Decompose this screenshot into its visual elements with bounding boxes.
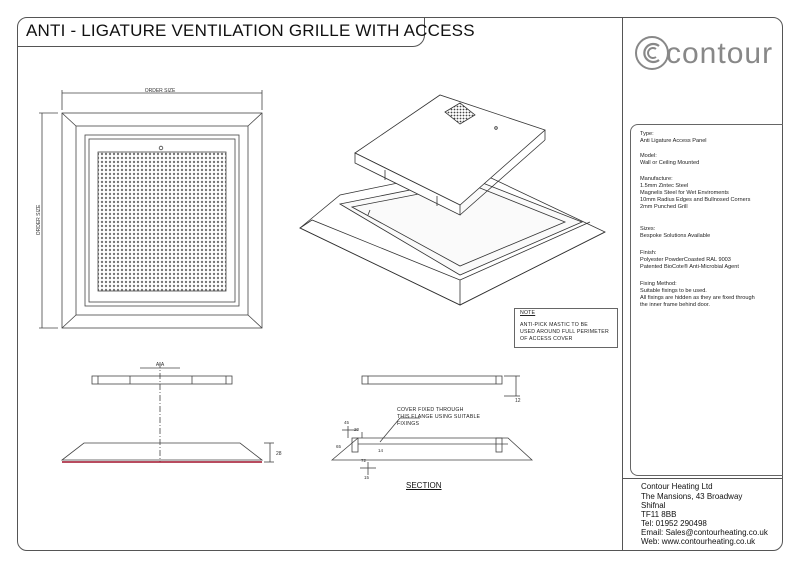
isometric-view	[299, 94, 606, 306]
order-size-top-label: ORDER SIZE	[145, 88, 176, 94]
contact-email: Email: Sales@contourheating.co.uk	[641, 528, 768, 537]
spec-manufacture-line: 10mm Radius Edges and Bullnosed Corners	[640, 197, 751, 203]
spec-fixing-line: the inner frame behind door.	[640, 302, 710, 308]
contact-town: Shifnal	[641, 501, 666, 510]
drawing-sheet-border	[17, 17, 783, 551]
dimension-28-label: 28	[276, 451, 282, 457]
dimension-20-label: 20	[354, 427, 360, 432]
contact-postcode: TF11 8BB	[641, 510, 677, 519]
spec-type-value: Anti Ligature Access Panel	[640, 138, 707, 144]
side-section-view	[361, 375, 520, 397]
note-box	[514, 308, 618, 348]
spec-manufacture-heading: Manufacture:	[640, 176, 673, 182]
callout-line: THIS FLANGE USING SUITABLE	[397, 414, 481, 420]
brand-name: contour	[666, 37, 774, 70]
dimension-65-label: 65	[336, 444, 342, 449]
detail-section-view	[330, 417, 534, 475]
spec-sizes-value: Bespoke Solutions Available	[640, 233, 711, 239]
spec-manufacture-line: 1.5mm Zintec Steel	[640, 183, 689, 189]
dimension-14-label: 14	[378, 448, 384, 453]
dimension-12-label: 12	[515, 398, 521, 404]
spec-manufacture-line: 2mm Punched Grill	[640, 204, 688, 210]
spec-model-value: Wall or Ceiling Mounted	[640, 160, 700, 166]
contact-company: Contour Heating Ltd	[641, 482, 713, 491]
note-line: OF ACCESS COVER	[520, 336, 573, 342]
logo	[622, 28, 783, 88]
front-elevation	[39, 90, 263, 329]
callout-line: FIXINGS	[397, 421, 420, 427]
bottom-profile-view	[60, 442, 274, 463]
note-line: ANTI-PICK MASTIC TO BE	[520, 322, 588, 328]
cc-circle-logo-icon	[635, 36, 669, 70]
section-marker-label: A-A	[156, 362, 165, 368]
spec-manufacture-line: Magnelis Steel for Wet Enviroments	[640, 190, 729, 196]
spec-fixing-heading: Fixing Method:	[640, 281, 677, 287]
callout-line: COVER FIXED THROUGH	[397, 407, 464, 413]
title-block	[17, 17, 425, 47]
spec-sizes-heading: Sizes:	[640, 226, 656, 232]
contact-address: The Mansions, 43 Broadway	[641, 492, 743, 501]
spec-finish-line: Polyester PowderCoasted RAL 9003	[640, 257, 731, 263]
spec-finish-heading: Finish:	[640, 250, 657, 256]
top-section-view	[91, 362, 233, 462]
contact-web: Web: www.contourheating.co.uk	[641, 537, 756, 546]
drawing-title: ANTI - LIGATURE VENTILATION GRILLE WITH …	[26, 21, 475, 40]
note-heading: NOTE	[520, 310, 536, 316]
specification-panel	[630, 124, 783, 476]
section-label: SECTION	[406, 481, 442, 490]
contact-tel: Tel: 01952 290498	[641, 519, 707, 528]
note-line: USED AROUND FULL PERIMETER	[520, 329, 609, 335]
dimension-72-label: 72	[361, 458, 367, 463]
side-panel	[622, 17, 784, 551]
spec-fixing-line: All fixings are hidden as they are fixed…	[640, 295, 755, 301]
dimension-45-label: 45	[344, 420, 350, 425]
contact-block	[622, 478, 783, 552]
dimension-15-label: 15	[364, 475, 370, 480]
spec-type-heading: Type:	[640, 131, 654, 137]
spec-model-heading: Model:	[640, 153, 657, 159]
spec-finish-line: Patented BioCote® Anti-Microbial Agent	[640, 264, 739, 270]
spec-fixing-line: Suitable fixings to be used.	[640, 288, 707, 294]
order-size-side-label: ORDER SIZE	[36, 204, 42, 235]
